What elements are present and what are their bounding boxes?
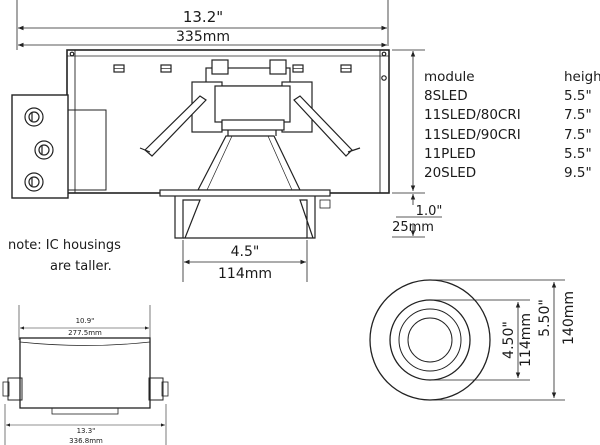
table-row: 11PLED 5.5" <box>424 145 600 164</box>
aperture-mm-label: 114mm <box>218 266 272 282</box>
small-top-mm-label: 277.5mm <box>68 329 102 337</box>
module-cell: 20SLED <box>424 165 477 182</box>
ic-housing-note: note: IC housings are taller. <box>8 235 121 277</box>
header-module: module <box>424 69 475 85</box>
small-housing-side-view <box>2 305 169 445</box>
table-row: 11SLED/80CRI 7.5" <box>424 106 600 125</box>
module-height-table: module height 8SLED 5.5" 11SLED/80CRI 7.… <box>424 68 600 183</box>
main-housing-side-view <box>11 0 390 239</box>
height-cell: 9.5" <box>564 165 592 182</box>
header-height: height <box>564 69 600 85</box>
module-cell: 8SLED <box>424 88 468 105</box>
small-bottom-in-label: 13.3" <box>77 427 96 435</box>
trim-front-view <box>369 279 565 401</box>
height-dimension <box>392 49 442 238</box>
table-header-row: module height <box>424 68 600 87</box>
trim-inner-mm-label: 114mm <box>518 313 534 367</box>
height-cell: 5.5" <box>564 88 592 105</box>
table-row: 11SLED/90CRI 7.5" <box>424 126 600 145</box>
module-cell: 11SLED/90CRI <box>424 126 521 143</box>
small-top-in-label: 10.9" <box>76 317 95 325</box>
trim-inner-in-label: 4.50" <box>501 321 517 359</box>
note-line-2: are taller. <box>50 259 112 274</box>
flange-mm-label: 25mm <box>392 220 434 235</box>
table-row: 8SLED 5.5" <box>424 87 600 106</box>
module-cell: 11PLED <box>424 145 476 162</box>
height-cell: 5.5" <box>564 145 592 162</box>
trim-outer-in-label: 5.50" <box>537 299 553 337</box>
note-line-1: note: IC housings <box>8 238 121 253</box>
overall-width-mm-label: 335mm <box>176 29 230 45</box>
height-cell: 7.5" <box>564 107 592 124</box>
flange-in-label: 1.0" <box>416 204 443 219</box>
aperture-in-label: 4.5" <box>231 244 260 260</box>
table-row: 20SLED 9.5" <box>424 164 600 183</box>
aperture-dimension <box>182 240 308 282</box>
trim-outer-mm-label: 140mm <box>561 291 577 345</box>
module-cell: 11SLED/80CRI <box>424 107 521 124</box>
height-cell: 7.5" <box>564 126 592 143</box>
overall-width-in-label: 13.2" <box>183 8 223 26</box>
small-bottom-mm-label: 336.8mm <box>69 437 103 445</box>
